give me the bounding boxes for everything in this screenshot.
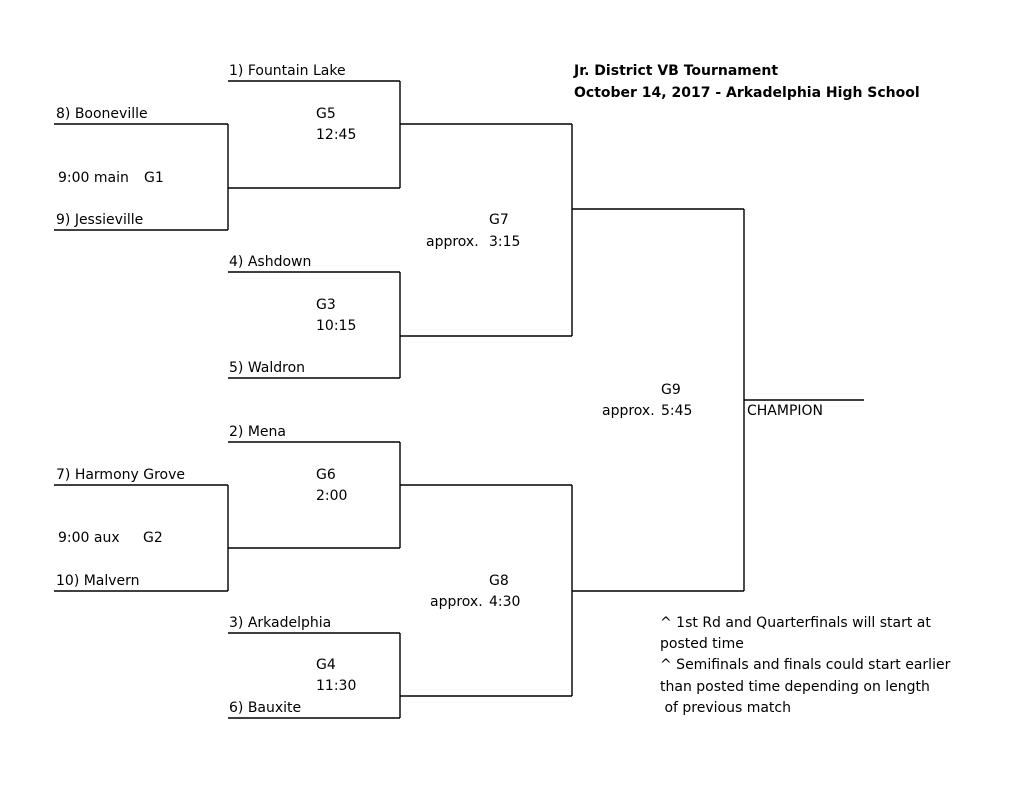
g9-time: 5:45 — [661, 403, 693, 419]
g1-time: 9:00 main — [58, 170, 129, 186]
note-line-2: posted time — [660, 636, 744, 652]
g7-time: 3:15 — [489, 234, 521, 250]
team-bauxite: 6) Bauxite — [229, 700, 302, 716]
g1-label: G1 — [144, 170, 164, 186]
team-ashdown: 4) Ashdown — [229, 254, 312, 270]
g2-label: G2 — [143, 530, 163, 546]
g5-time: 12:45 — [316, 127, 357, 143]
g7-label: G7 — [489, 212, 509, 228]
team-jessieville: 9) Jessieville — [56, 212, 144, 228]
g3-label: G3 — [316, 297, 336, 313]
title-line-2: October 14, 2017 - Arkadelphia High Scho… — [574, 85, 920, 101]
team-arkadelphia: 3) Arkadelphia — [229, 615, 332, 631]
title-line-1: Jr. District VB Tournament — [574, 63, 779, 79]
g7-approx: approx. — [426, 234, 479, 250]
note-line-1: ^ 1st Rd and Quarterfinals will start at — [660, 615, 931, 631]
team-harmony-grove: 7) Harmony Grove — [56, 467, 186, 483]
team-booneville: 8) Booneville — [56, 106, 148, 122]
champion-label: CHAMPION — [747, 403, 824, 419]
g6-label: G6 — [316, 467, 336, 483]
g2-time: 9:00 aux — [58, 530, 120, 546]
g3-time: 10:15 — [316, 318, 357, 334]
g4-time: 11:30 — [316, 678, 357, 694]
g4-label: G4 — [316, 657, 336, 673]
note-line-5: of previous match — [660, 700, 791, 716]
team-fountain-lake: 1) Fountain Lake — [229, 63, 346, 79]
g9-approx: approx. — [602, 403, 655, 419]
note-line-3: ^ Semifinals and finals could start earl… — [660, 657, 951, 673]
g8-time: 4:30 — [489, 594, 521, 610]
g9-label: G9 — [661, 382, 681, 398]
team-malvern: 10) Malvern — [56, 573, 140, 589]
team-mena: 2) Mena — [229, 424, 286, 440]
g5-label: G5 — [316, 106, 336, 122]
note-line-4: than posted time depending on length — [660, 679, 930, 695]
g6-time: 2:00 — [316, 488, 348, 504]
team-waldron: 5) Waldron — [229, 360, 306, 376]
g8-label: G8 — [489, 573, 509, 589]
g8-approx: approx. — [430, 594, 483, 610]
